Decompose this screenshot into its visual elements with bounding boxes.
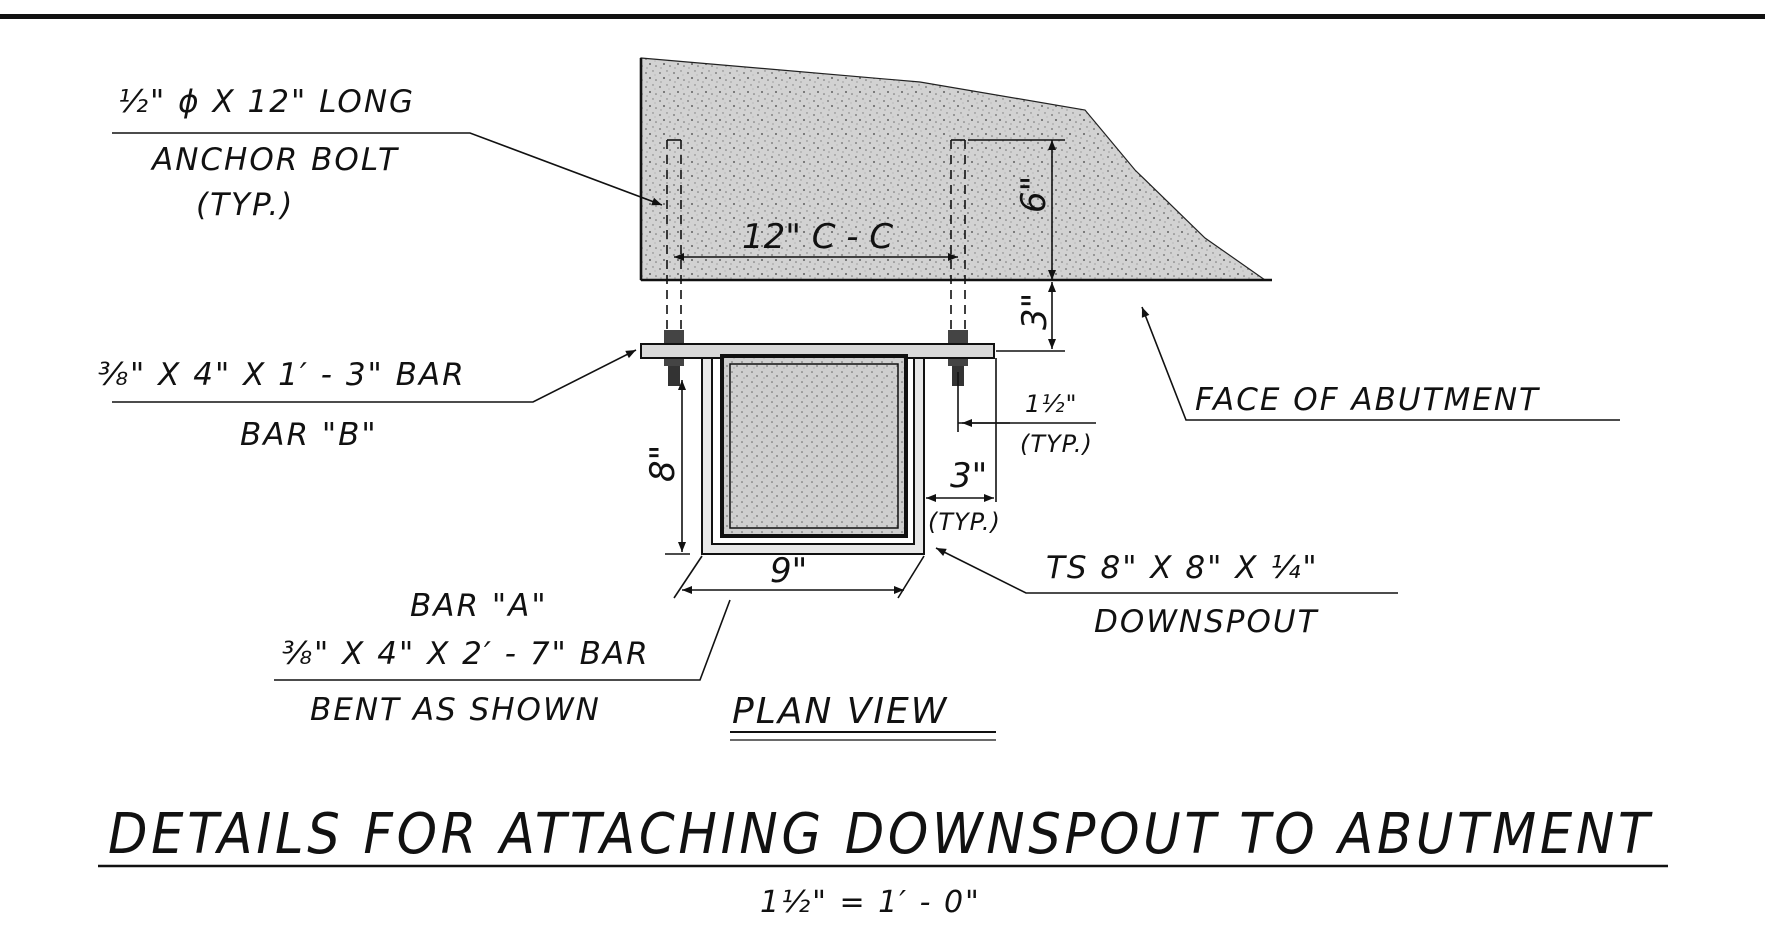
face-of-abutment-leader (1141, 306, 1620, 421)
view-label: PLAN VIEW (732, 691, 948, 732)
dim-side-offset: 3" (950, 456, 987, 496)
dim-edge-offset: 1½" (1025, 390, 1078, 418)
sheet-border-top (0, 14, 1765, 19)
bar-a-label-1: BAR "A" (410, 588, 548, 624)
bar-a-label-3: BENT AS SHOWN (310, 692, 601, 728)
downspout-leader (935, 547, 1398, 594)
abutment-face (640, 57, 1267, 281)
dim-height: 8" (643, 445, 683, 482)
anchor-bolt-label-3: (TYP.) (196, 187, 294, 223)
downspout-label-1: TS 8" X 8" X ¼" (1046, 550, 1319, 586)
anchor-bolt-label-1: ½" ϕ X 12" LONG (118, 84, 415, 120)
drawing-title: DETAILS FOR ATTACHING DOWNSPOUT TO ABUTM… (108, 802, 1653, 867)
dim-embed: 6" (1014, 176, 1054, 213)
dim-edge-typ: (TYP.) (1020, 430, 1093, 458)
anchor-bolt-label-2: ANCHOR BOLT (150, 142, 399, 178)
face-of-abutment-label: FACE OF ABUTMENT (1195, 382, 1540, 418)
bar-a-leader (274, 599, 731, 681)
dim-side-typ: (TYP.) (928, 508, 1001, 536)
downspout-tube (720, 354, 908, 538)
dim-gap: 3" (1015, 293, 1055, 330)
dim-width: 9" (770, 551, 807, 591)
downspout-label-2: DOWNSPOUT (1094, 604, 1319, 640)
drawing-scale: 1½" = 1′ - 0" (760, 885, 981, 920)
bar-b-label-1: ⅜" X 4" X 1′ - 3" BAR (98, 357, 466, 393)
bar-b-leader (112, 349, 637, 403)
anchor-bolt-leader (112, 132, 663, 206)
bar-a-bent (701, 357, 925, 555)
bar-b-label-2: BAR "B" (240, 417, 378, 453)
dim-bolt-spacing: 12" C - C (742, 217, 893, 257)
bar-a-label-2: ⅜" X 4" X 2′ - 7" BAR (282, 636, 650, 672)
